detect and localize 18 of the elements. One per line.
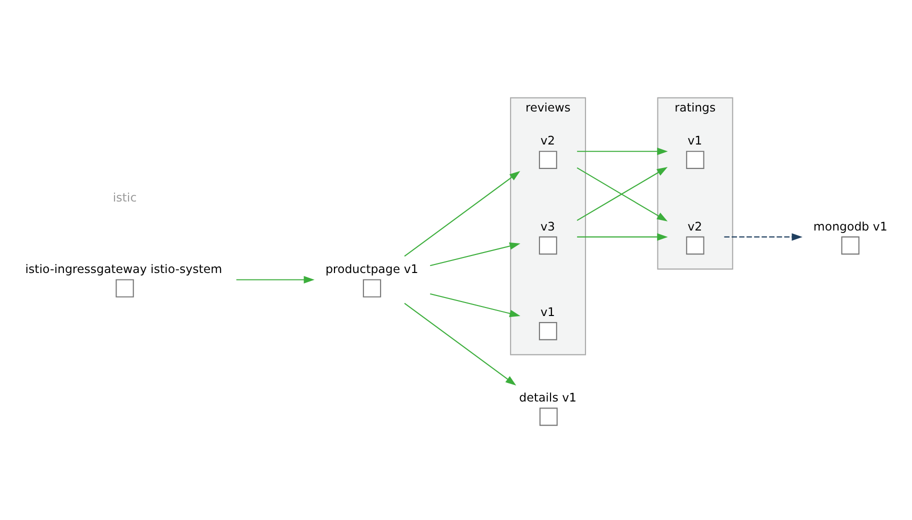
node-label: details v1 bbox=[519, 390, 577, 404]
node-label: mongodb v1 bbox=[813, 218, 888, 233]
node-label: v2 bbox=[688, 218, 702, 233]
arrow bbox=[577, 147, 668, 155]
arrow bbox=[404, 302, 516, 386]
arrow bbox=[724, 232, 802, 240]
arrow bbox=[236, 276, 315, 284]
arrow bbox=[430, 292, 520, 317]
node-label: v3 bbox=[540, 218, 555, 233]
node-label: v2 bbox=[540, 133, 555, 148]
arrow bbox=[430, 242, 520, 266]
node-label: v1 bbox=[688, 133, 702, 148]
node-label: istio-ingressgateway istio-system bbox=[25, 262, 222, 276]
node-label: v1 bbox=[540, 304, 555, 318]
arrow bbox=[404, 170, 520, 256]
arrow bbox=[577, 232, 668, 240]
node-label: productpage v1 bbox=[325, 262, 418, 276]
label: istic bbox=[112, 190, 137, 204]
